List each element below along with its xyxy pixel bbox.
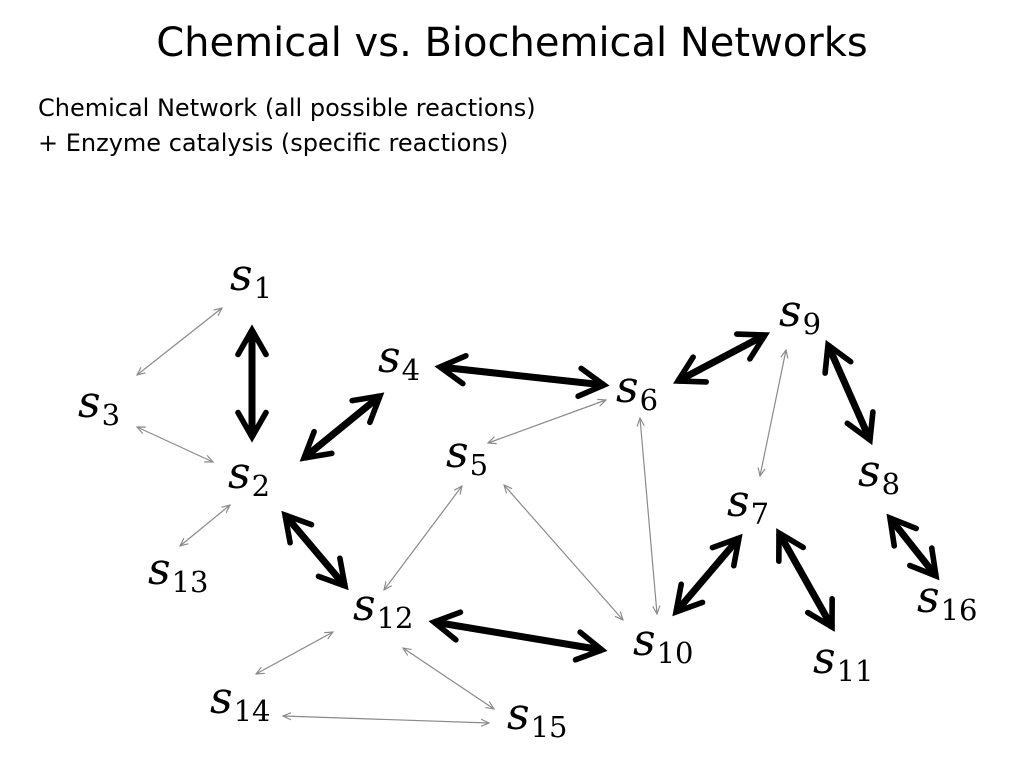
svg-text:s12: s12 bbox=[353, 580, 414, 635]
svg-text:s4: s4 bbox=[378, 332, 420, 387]
svg-text:s1: s1 bbox=[230, 250, 272, 305]
edge-s8-s16 bbox=[886, 513, 940, 581]
svg-text:s11: s11 bbox=[813, 633, 874, 688]
svg-text:s13: s13 bbox=[148, 544, 209, 599]
node-s1: s1 bbox=[230, 250, 272, 305]
svg-text:s16: s16 bbox=[917, 572, 978, 627]
edge-s5-s6 bbox=[488, 400, 606, 443]
edge-s12-s15 bbox=[403, 648, 494, 709]
node-s8: s8 bbox=[858, 446, 900, 501]
edge-s4-s6 bbox=[434, 352, 610, 400]
node-s4: s4 bbox=[378, 332, 420, 387]
node-s13: s13 bbox=[148, 544, 209, 599]
node-s3: s3 bbox=[78, 377, 120, 432]
edge-s10-s7 bbox=[672, 533, 743, 617]
edge-s12-s10 bbox=[428, 609, 608, 663]
edge-s2-s13 bbox=[180, 505, 230, 546]
node-s11: s11 bbox=[813, 633, 874, 688]
edge-s6-s10 bbox=[640, 418, 657, 614]
nodes-layer: s1 s2 s3 s4 s5 s6 s7 s8 s9 s10 s11 s12 s13 s14 s15 s16 bbox=[78, 250, 978, 744]
edges-layer bbox=[137, 308, 940, 723]
node-s5: s5 bbox=[446, 427, 488, 482]
svg-text:s3: s3 bbox=[78, 377, 120, 432]
subtitle-line-2: + Enzyme catalysis (specific reactions) bbox=[38, 129, 509, 157]
edge-s14-s15 bbox=[283, 716, 489, 723]
svg-text:s14: s14 bbox=[210, 673, 271, 728]
node-s14: s14 bbox=[210, 673, 271, 728]
node-s7: s7 bbox=[727, 476, 769, 531]
edge-s5-s10 bbox=[504, 485, 623, 620]
subtitle-line-1: Chemical Network (all possible reactions… bbox=[38, 94, 536, 122]
svg-text:s7: s7 bbox=[727, 476, 769, 531]
node-s16: s16 bbox=[917, 572, 978, 627]
edge-s6-s9 bbox=[673, 331, 770, 385]
edge-s7-s11 bbox=[775, 528, 836, 632]
svg-text:s15: s15 bbox=[507, 689, 568, 744]
edge-s5-s12 bbox=[384, 486, 462, 590]
edge-s9-s8 bbox=[822, 339, 876, 446]
edge-s2-s4 bbox=[299, 392, 385, 462]
node-s12: s12 bbox=[353, 580, 414, 635]
node-s9: s9 bbox=[779, 286, 821, 341]
node-s10: s10 bbox=[633, 615, 694, 670]
node-s15: s15 bbox=[507, 689, 568, 744]
svg-text:s6: s6 bbox=[616, 362, 658, 417]
svg-text:s2: s2 bbox=[228, 448, 270, 503]
edge-s9-s7 bbox=[760, 350, 786, 476]
node-s6: s6 bbox=[616, 362, 658, 417]
svg-text:s10: s10 bbox=[633, 615, 694, 670]
svg-text:s9: s9 bbox=[779, 286, 821, 341]
edge-s1-s3 bbox=[137, 308, 222, 375]
edge-s12-s14 bbox=[256, 632, 333, 674]
svg-text:s5: s5 bbox=[446, 427, 488, 482]
svg-text:s8: s8 bbox=[858, 446, 900, 501]
node-s2: s2 bbox=[228, 448, 270, 503]
page-title: Chemical vs. Biochemical Networks bbox=[156, 20, 868, 66]
edge-s3-s2 bbox=[137, 427, 213, 462]
edge-s2-s12 bbox=[281, 510, 349, 591]
